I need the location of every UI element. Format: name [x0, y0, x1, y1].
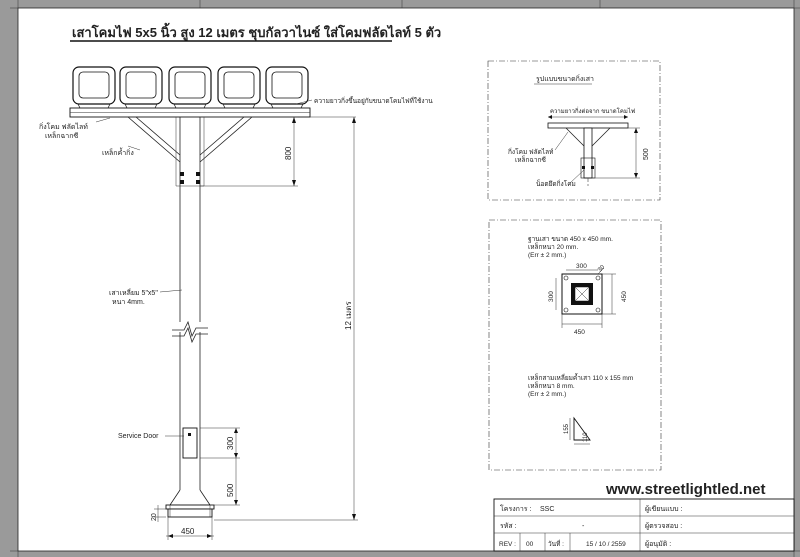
- detail-arm-title: รูปแบบขนาดกิ่งเสา: [536, 74, 594, 83]
- tb-rev-label: REV :: [499, 541, 516, 548]
- drawing-title: เสาโคมไฟ 5x5 นิ้ว สูง 12 เมตร ชุบกัลวาไน…: [72, 22, 441, 41]
- dim-300: 300: [226, 436, 235, 450]
- title-block: [493, 498, 795, 552]
- main-arm-label-1: กิ่งโคม ฟลัดไลท์: [39, 122, 88, 131]
- tb-date-label: วันที่ :: [548, 539, 564, 548]
- dim-450: 450: [181, 527, 195, 536]
- tb-code-label: รหัส :: [500, 522, 517, 530]
- detail-arm-length-note: ความยาวกิ่งต่อจาก ขนาดโคมไฟ: [550, 107, 635, 115]
- base-dim-450-bottom: 450: [574, 329, 585, 336]
- gusset-text-1: เหล็กสามเหลี่ยมค้ำเสา 110 x 155 mm: [528, 373, 633, 382]
- service-door: [182, 427, 198, 459]
- detail-arm-drawing: [547, 115, 640, 186]
- flood-light-2: [119, 66, 163, 109]
- detail-arm-dim-500: 500: [643, 148, 650, 160]
- base-dim-30: 30: [597, 264, 606, 273]
- base-dim-300-top: 300: [576, 263, 587, 270]
- border-ticks: [10, 0, 800, 557]
- flood-lights: [72, 66, 309, 109]
- gusset-drawing: [569, 416, 591, 445]
- tb-date-value: 15 / 10 / 2559: [586, 541, 626, 548]
- base-dim-300-left: 300: [548, 291, 555, 302]
- main-length-note: ความยาวกิ่งขึ้นอยู่กับขนาดโคมไฟที่ใช้งาน: [314, 96, 433, 105]
- dim-12m: 12 เมตร: [344, 301, 353, 330]
- flood-light-4: [217, 66, 261, 109]
- flood-light-1: [72, 66, 116, 109]
- dim-800: 800: [284, 146, 293, 160]
- arm-braces: [127, 116, 253, 163]
- base-text-3: (Err ± 2 mm.): [528, 252, 566, 259]
- main-arm-label-2: เหล็กฉากซี: [45, 131, 78, 140]
- main-leaders: [95, 99, 313, 437]
- gusset-dim-110: 110: [583, 432, 589, 442]
- dim-20: 20: [151, 513, 158, 521]
- tb-drawn-label: ผู้เขียนแบบ :: [645, 505, 683, 513]
- tb-project-label: โครงการ :: [500, 504, 531, 513]
- base-dim-450-right: 450: [621, 291, 628, 302]
- tb-rev-value: 00: [526, 541, 534, 548]
- gusset-text-3: (Err ± 2 mm.): [528, 391, 566, 398]
- base-plate-drawing: [555, 267, 616, 328]
- main-pole-label-2: หนา 4mm.: [112, 299, 145, 306]
- detail-arm-label-1: กิ่งโคม ฟลัดไลท์: [508, 147, 553, 156]
- dim-500: 500: [226, 483, 235, 497]
- gusset-text-2: เหล็กหนา 8 mm.: [528, 381, 575, 390]
- detail-arm-label-2: เหล็กฉากซี: [515, 155, 546, 164]
- cross-arm: [69, 107, 311, 118]
- website-watermark: www.streetlightled.net: [605, 481, 765, 498]
- detail-arm-frame: [487, 60, 661, 201]
- pole-bolts: [180, 172, 200, 184]
- detail-base-frame: [488, 219, 662, 471]
- tb-code-value: -: [582, 523, 585, 530]
- base-text-1: ฐานเสา ขนาด 450 x 450 mm.: [528, 236, 613, 243]
- service-door-label: Service Door: [118, 433, 159, 440]
- pole-break-symbol: [172, 320, 208, 344]
- base-text-2: เหล็กหนา 20 mm.: [528, 242, 578, 251]
- flood-light-3: [168, 66, 212, 109]
- dimension-arrows: [168, 117, 356, 538]
- tb-project-value: SSC: [540, 506, 554, 513]
- tb-checked-label: ผู้ตรวจสอบ :: [645, 522, 682, 530]
- flood-light-5: [265, 66, 309, 109]
- gusset-dim-155: 155: [564, 423, 570, 434]
- tb-approved-label: ผู้อนุมัติ :: [645, 540, 671, 548]
- main-pole-label-1: เสาเหลี่ยม 5"x5": [109, 288, 158, 297]
- main-brace-label: เหล็กค้ำกิ่ง: [102, 146, 134, 157]
- detail-bolt-label: น็อตยึดกิ่งโคม: [536, 179, 576, 188]
